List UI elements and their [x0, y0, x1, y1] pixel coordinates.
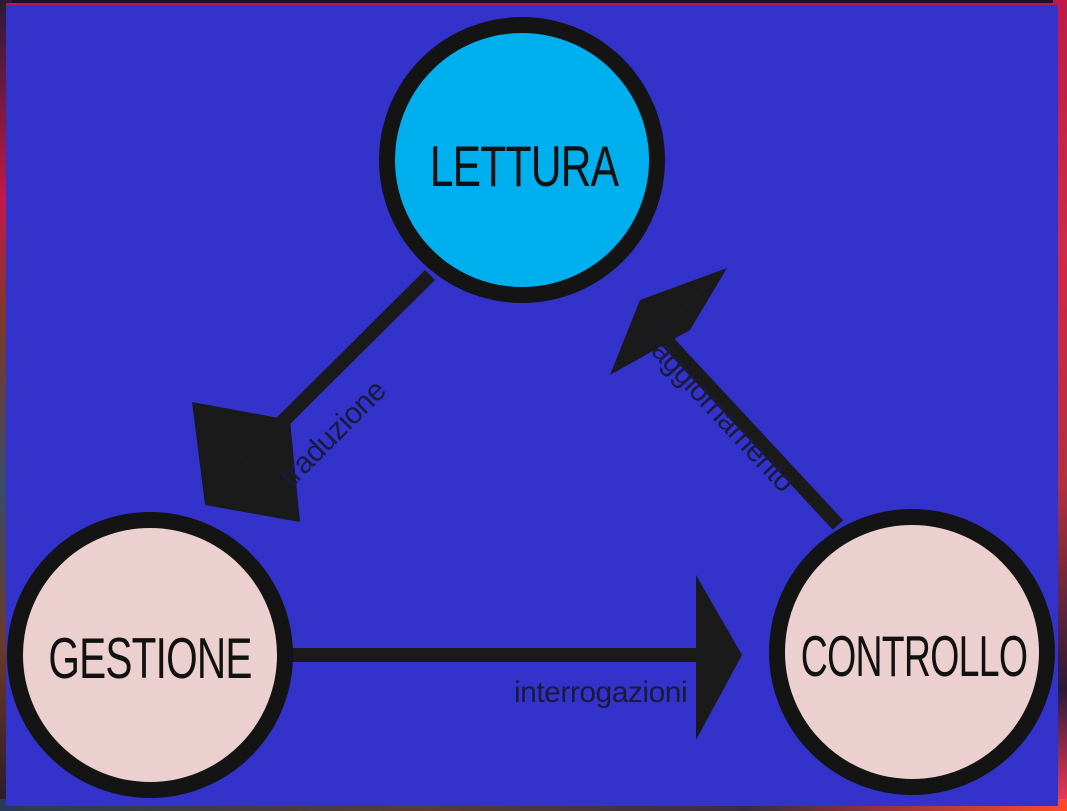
- edge-label-aggiornamento: aggiornamento: [645, 334, 801, 498]
- arrowhead-icon: [610, 268, 727, 375]
- node-lettura: LETTURA: [379, 17, 665, 303]
- node-controllo: CONTROLLO: [769, 509, 1055, 795]
- edge-line: [257, 270, 435, 447]
- node-gestione: GESTIONE: [7, 512, 293, 798]
- node-circle: [379, 17, 665, 303]
- node-label-controllo: CONTROLLO: [801, 625, 1027, 689]
- edge-right-to-top: aggiornamento: [610, 268, 844, 530]
- edge-label-traduzione: traduzione: [274, 374, 393, 493]
- arrowhead-icon: [696, 575, 742, 740]
- node-circle: [769, 509, 1055, 795]
- edge-line: [660, 335, 844, 530]
- edge-label-interrogazioni: interrogazioni: [514, 676, 687, 709]
- node-label-lettura: LETTURA: [430, 134, 620, 199]
- edge-top-to-left: traduzione: [192, 270, 435, 522]
- node-label-gestione: GESTIONE: [48, 626, 251, 691]
- arrowhead-icon: [192, 402, 300, 522]
- edge-left-to-right: interrogazioni: [292, 575, 742, 740]
- node-circle: [7, 512, 293, 798]
